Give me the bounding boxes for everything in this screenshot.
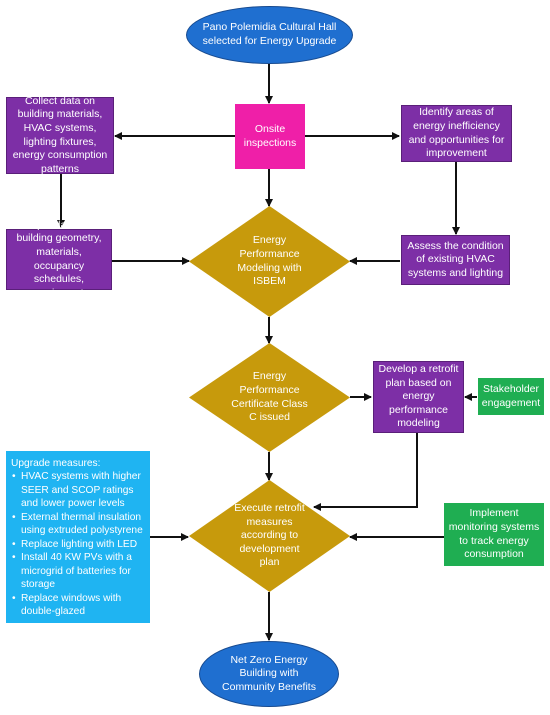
- execute-decision: Execute retrofit measures according to d…: [189, 480, 350, 592]
- retrofit-plan-box: Develop a retrofit plan based on energy …: [373, 361, 464, 433]
- modeling-label: Energy Performance Modeling with ISBEM: [237, 234, 302, 288]
- upgrade-item: Install 40 KW PVs with a microgrid of ba…: [12, 551, 145, 591]
- onsite-inspections-box: Onsite inspections: [235, 104, 305, 169]
- upgrade-measures-box: Upgrade measures: HVAC systems with high…: [6, 451, 150, 623]
- identify-inefficiency-box: Identify areas of energy inefficiency an…: [401, 105, 512, 162]
- upgrade-item: HVAC systems with higher SEER and SCOP r…: [12, 470, 145, 510]
- certificate-label: Energy Performance Certificate Class C i…: [231, 370, 308, 424]
- arrow-plan-to-execute: [313, 433, 418, 511]
- upgrade-list: HVAC systems with higher SEER and SCOP r…: [11, 470, 145, 618]
- execute-label: Execute retrofit measures according to d…: [234, 501, 305, 569]
- end-node: Net Zero Energy Building with Community …: [199, 641, 339, 707]
- upgrade-item: External thermal insulation using extrud…: [12, 511, 145, 538]
- monitoring-systems-box: Implement monitoring systems to track en…: [444, 503, 544, 566]
- certificate-decision: Energy Performance Certificate Class C i…: [189, 343, 350, 452]
- start-node: Pano Polemidia Cultural Hall selected fo…: [186, 6, 353, 64]
- upgrade-item: Replace lighting with LED: [12, 538, 145, 552]
- collect-data-box: Collect data on building materials, HVAC…: [6, 95, 114, 175]
- assess-condition-box: Assess the condition of existing HVAC sy…: [401, 235, 510, 285]
- modeling-decision: Energy Performance Modeling with ISBEM: [189, 206, 350, 317]
- stakeholder-engagement-box: Stakeholder engagement: [478, 378, 544, 415]
- input-data-box: Input data on building geometry, materia…: [6, 219, 112, 299]
- upgrade-item: Replace windows with double-glazed: [12, 592, 145, 619]
- upgrade-heading: Upgrade measures:: [11, 458, 101, 469]
